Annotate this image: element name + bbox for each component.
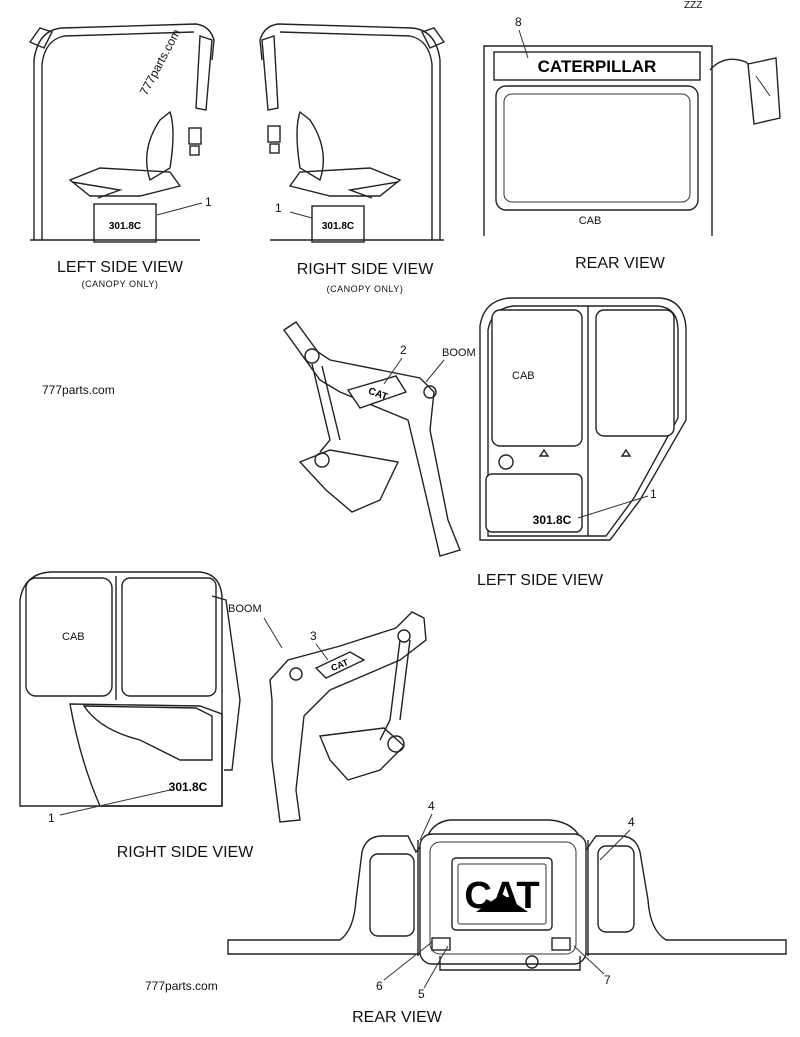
callout-1-right-canopy: 1	[275, 201, 282, 215]
watermark-777parts-left: 777parts.com	[42, 383, 115, 397]
watermark-777parts-bottom: 777parts.com	[145, 979, 218, 993]
right-side-cab-drawing: 301.8C CAT	[19, 571, 427, 823]
corner-code: ZZZ	[684, 0, 702, 11]
callout-5-rear: 5	[418, 987, 425, 1001]
label-rear-view-cab: REAR VIEW	[575, 255, 666, 272]
callout-4-rear-right: 4	[628, 815, 635, 829]
caterpillar-brand-decal: CATERPILLAR	[538, 57, 657, 76]
boom-tag-left: BOOM	[442, 347, 476, 359]
model-decal-left-cab: 301.8C	[533, 513, 572, 527]
cab-tag-left: CAB	[512, 370, 535, 382]
label-rear-view-bottom: REAR VIEW	[352, 1009, 443, 1026]
callout-3-boom-right: 3	[310, 629, 317, 643]
label-right-side-view-canopy: RIGHT SIDE VIEW	[297, 261, 435, 278]
cab-tag-rear: CAB	[579, 215, 602, 227]
rear-cab-drawing: CATERPILLAR	[483, 45, 781, 236]
label-right-side-view-cab: RIGHT SIDE VIEW	[117, 844, 255, 861]
callout-2-boom-left: 2	[400, 343, 407, 357]
callout-6-rear: 6	[376, 979, 383, 993]
model-decal-right-canopy: 301.8C	[322, 221, 354, 232]
boom-tag-right: BOOM	[228, 603, 262, 615]
model-decal-right-cab: 301.8C	[169, 780, 208, 794]
watermark-777parts-diagonal: 777parts.com	[137, 27, 183, 98]
right-side-canopy-drawing: 301.8C	[259, 23, 446, 243]
left-side-cab-drawing: CAT 301.8C	[283, 297, 687, 557]
callout-4-rear-left: 4	[428, 799, 435, 813]
callout-1-right-cab: 1	[48, 811, 55, 825]
label-left-side-view-canopy: LEFT SIDE VIEW	[57, 259, 184, 276]
cab-tag-right: CAB	[62, 631, 85, 643]
label-canopy-only-left: (CANOPY ONLY)	[82, 279, 159, 289]
left-side-canopy-drawing: 301.8C	[28, 23, 215, 243]
model-decal-left-canopy: 301.8C	[109, 221, 141, 232]
callout-1-left-canopy: 1	[205, 195, 212, 209]
callout-8-rear-cab: 8	[515, 15, 522, 29]
label-left-side-view-cab: LEFT SIDE VIEW	[477, 572, 604, 589]
label-canopy-only-right: (CANOPY ONLY)	[327, 284, 404, 294]
callout-1-left-cab: 1	[650, 487, 657, 501]
callout-7-rear: 7	[604, 973, 611, 987]
rear-bottom-drawing: CAT	[227, 819, 787, 971]
